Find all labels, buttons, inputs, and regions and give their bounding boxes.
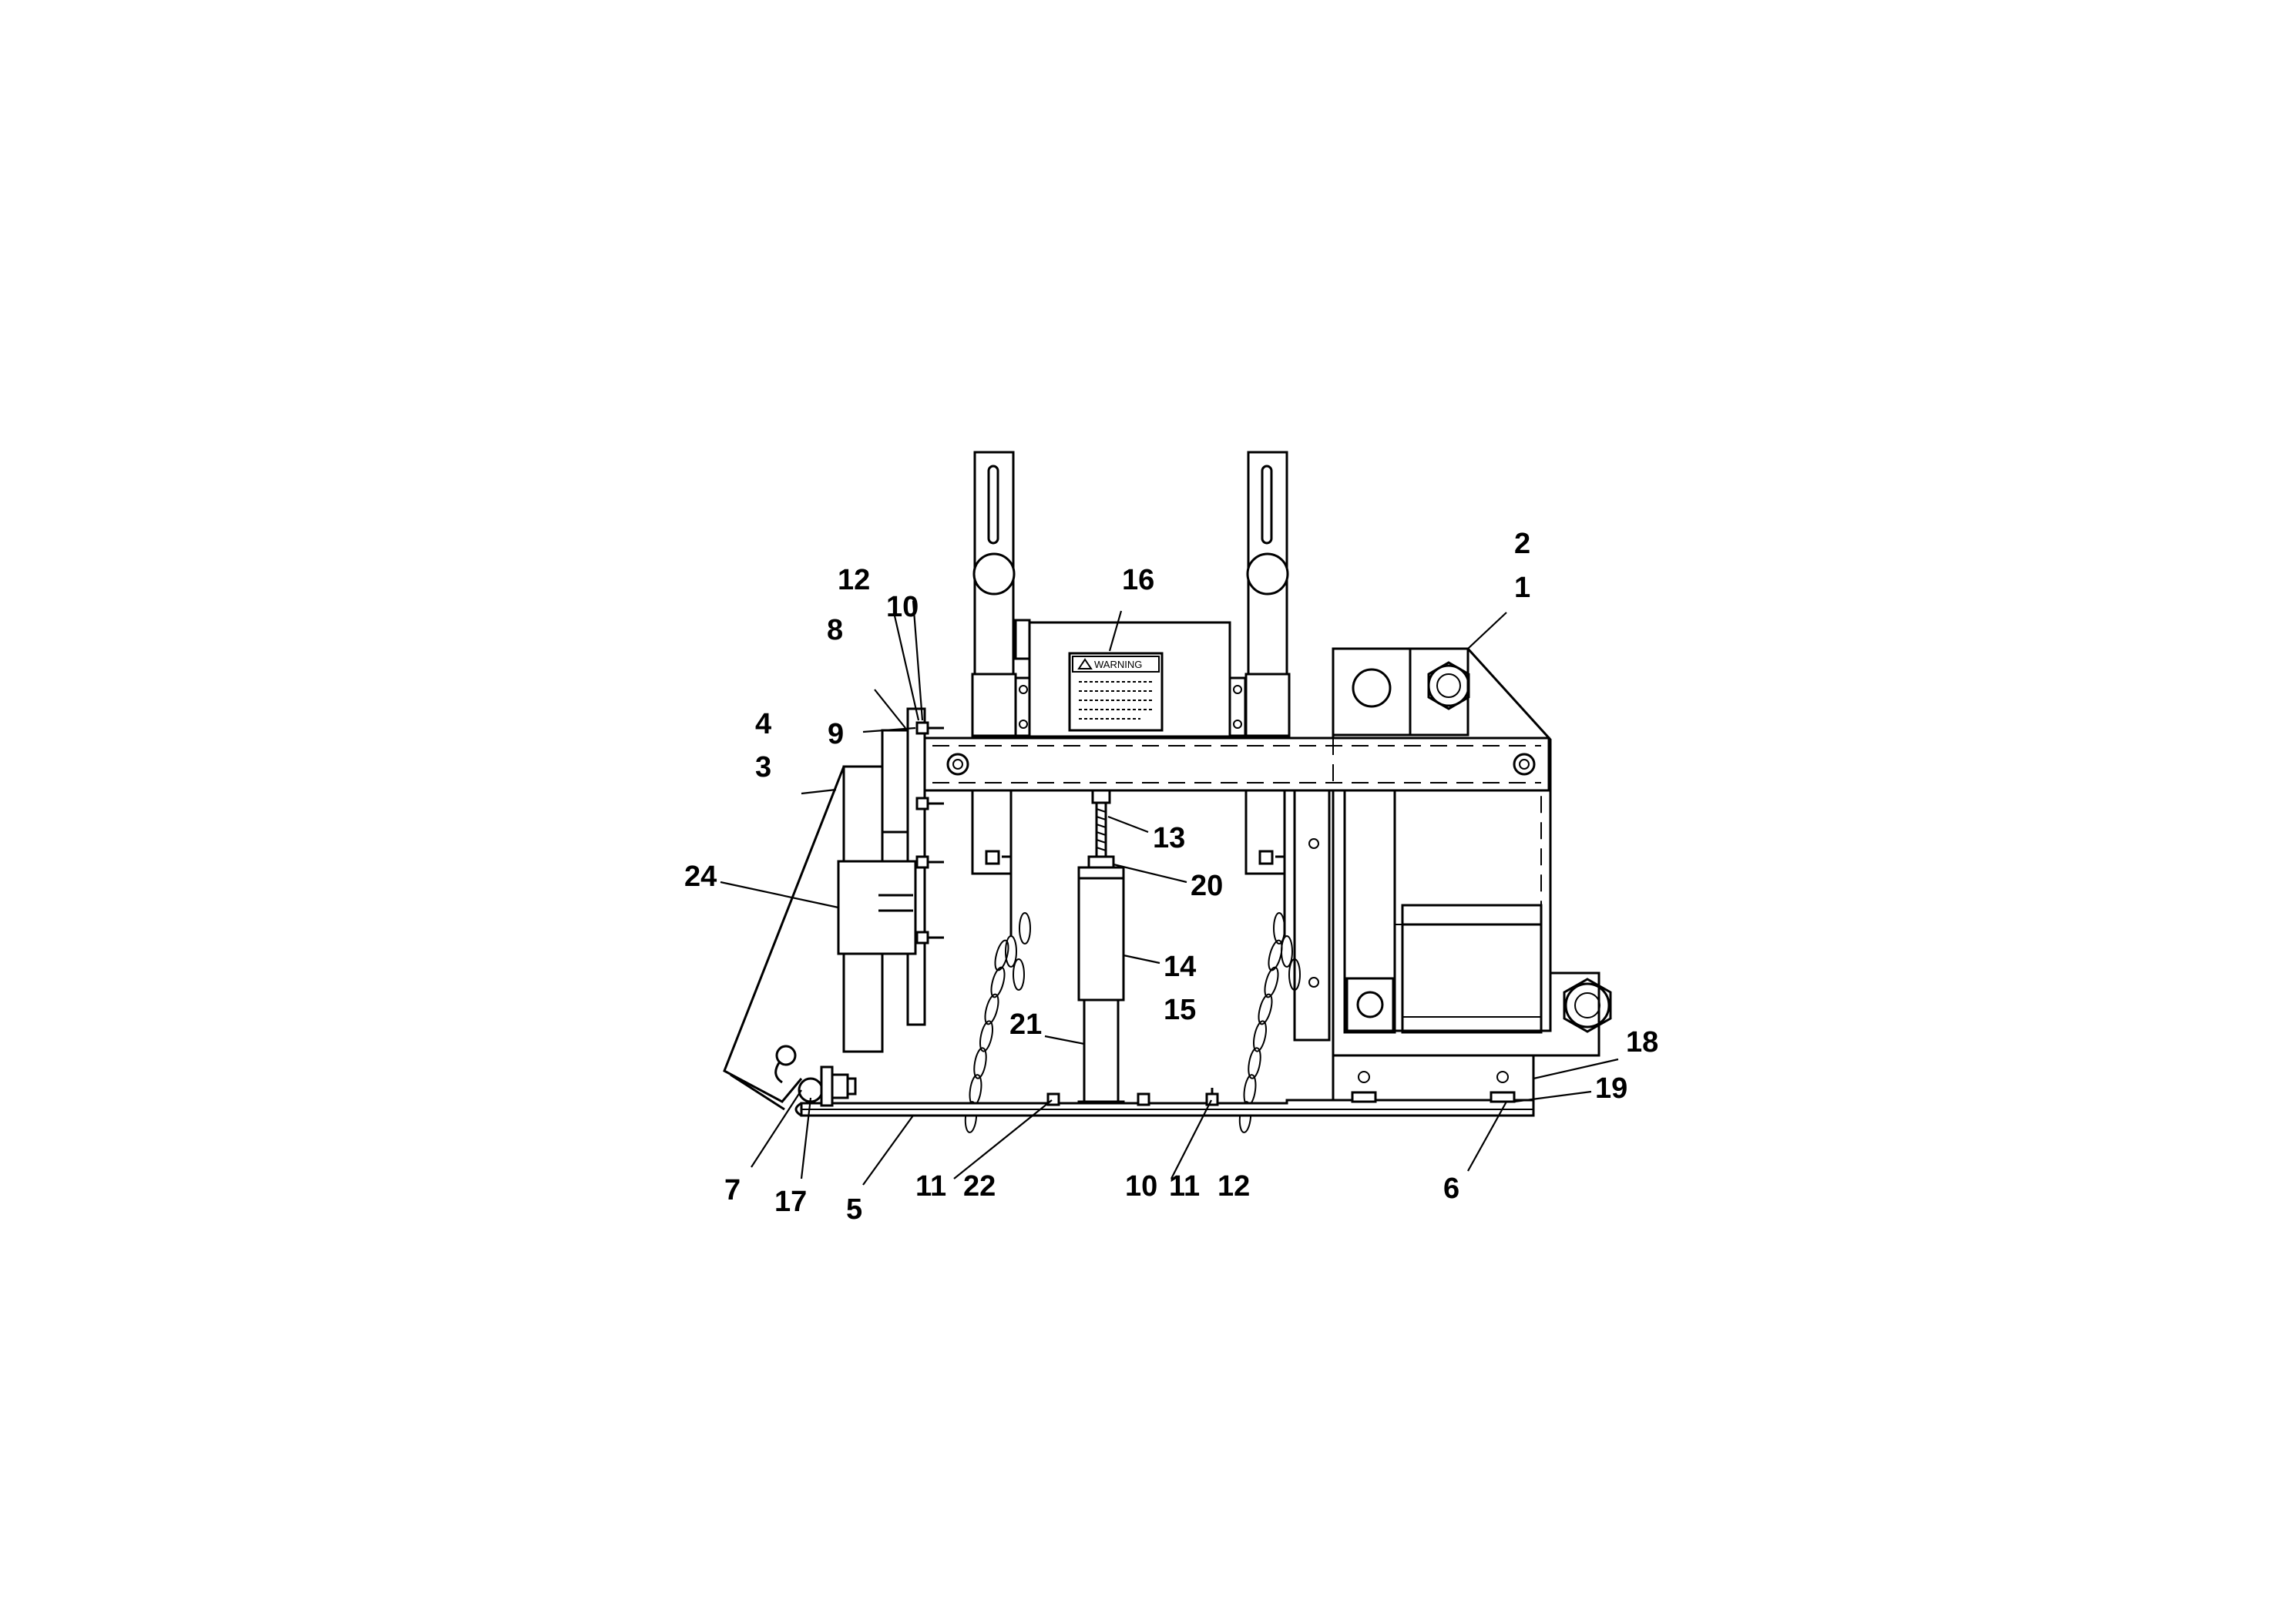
callout-17: 17 <box>774 1186 807 1218</box>
callout-18: 18 <box>1626 1026 1658 1059</box>
callout-4: 4 <box>755 708 771 740</box>
callout-10-top: 10 <box>886 591 919 623</box>
callout-labels: 2 1 12 10 8 16 4 9 3 13 20 24 14 15 21 1… <box>684 528 1658 1226</box>
callout-13: 13 <box>1153 822 1185 854</box>
callout-10-bottom: 10 <box>1125 1170 1157 1203</box>
right-lower-post <box>1244 789 1286 936</box>
center-vertical-bracket <box>1293 777 1396 1042</box>
base-plate <box>794 1054 1535 1117</box>
right-vertical-post <box>1228 451 1291 737</box>
callout-8: 8 <box>827 614 843 646</box>
callout-20: 20 <box>1191 870 1223 902</box>
callout-7: 7 <box>724 1174 741 1206</box>
left-vertical-post <box>971 451 1033 737</box>
callout-3: 3 <box>755 751 771 783</box>
jack-assembly <box>1077 789 1125 1111</box>
callout-9: 9 <box>828 718 844 750</box>
callout-1: 1 <box>1514 572 1530 604</box>
callout-11-bottom: 11 <box>1169 1170 1200 1203</box>
callout-16: 16 <box>1122 564 1154 596</box>
warning-label-title: WARNING <box>1094 659 1142 670</box>
main-horizontal-beam <box>923 737 1550 1055</box>
callout-14: 14 <box>1164 951 1196 983</box>
left-hinged-cover <box>723 765 917 1111</box>
callout-6: 6 <box>1443 1173 1459 1205</box>
right-chain <box>1238 912 1301 1133</box>
callout-22: 22 <box>963 1170 996 1203</box>
left-lower-post <box>971 789 1013 936</box>
callout-24: 24 <box>684 861 717 893</box>
leader-lines <box>720 600 1619 1186</box>
callout-15: 15 <box>1164 994 1196 1026</box>
right-bracket-block <box>1393 775 1552 1034</box>
callout-21: 21 <box>1009 1008 1042 1041</box>
callout-5: 5 <box>846 1193 862 1226</box>
callout-12-top: 12 <box>838 564 870 596</box>
latch-pin <box>774 1045 857 1107</box>
callout-2: 2 <box>1514 528 1530 560</box>
base-bolts <box>1046 1088 1219 1106</box>
hex-nut-lower-right <box>1563 978 1612 1033</box>
callout-11-left: 11 <box>915 1170 946 1203</box>
warning-label-plate: WARNING <box>1028 621 1231 738</box>
callout-12-bottom: 12 <box>1218 1170 1250 1203</box>
callout-19: 19 <box>1595 1072 1627 1105</box>
